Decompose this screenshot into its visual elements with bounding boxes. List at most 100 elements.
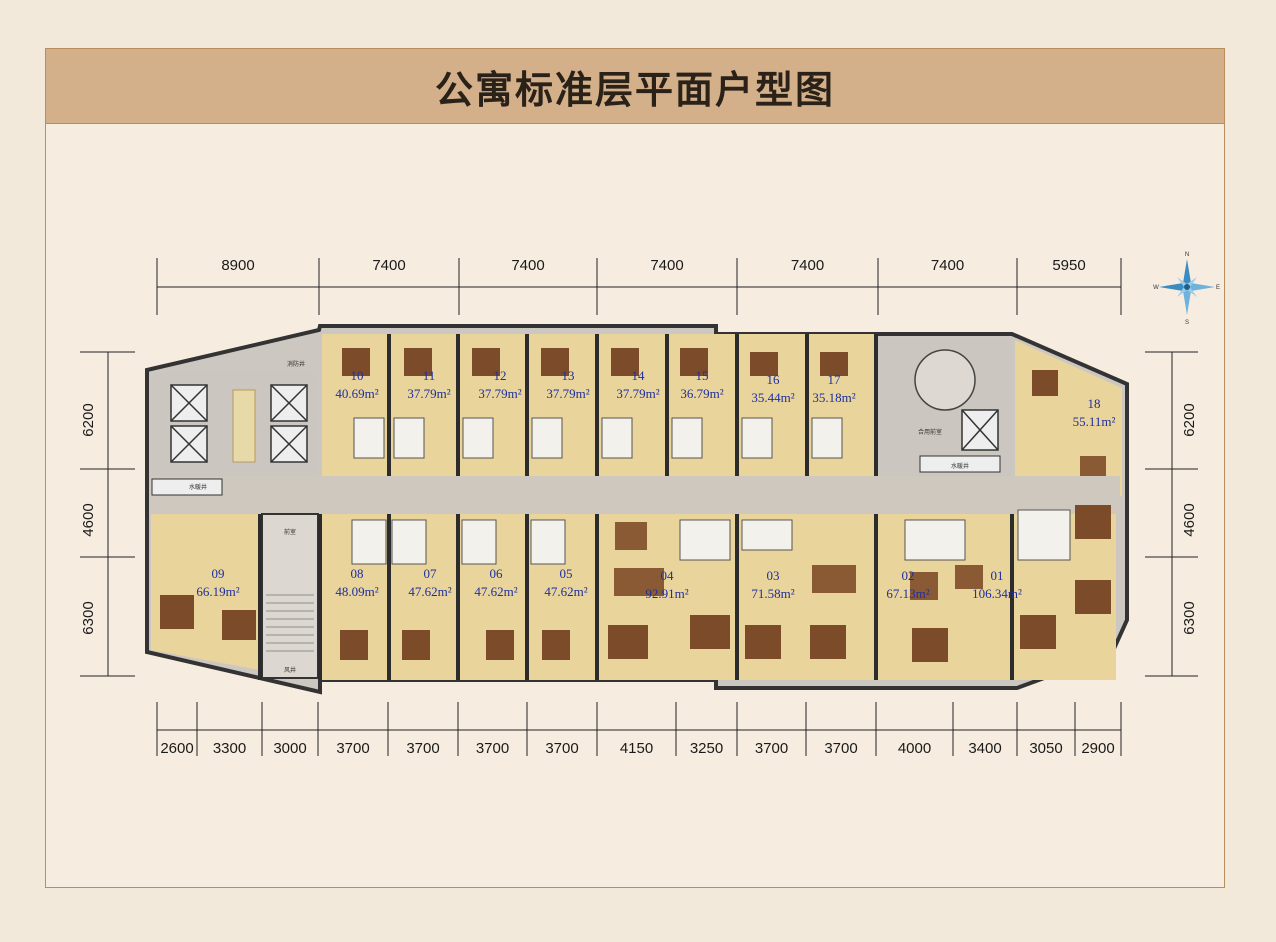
stair-steps: [266, 594, 314, 652]
unit-number: 09: [212, 566, 225, 581]
bottom-dim-2: 3300: [213, 740, 246, 757]
unit-label-14: 14 37.79m²: [616, 368, 659, 401]
top-dim-1: 8900: [221, 257, 254, 274]
unit-label-08: 08 48.09m²: [335, 566, 378, 599]
unit-area: 48.09m²: [335, 584, 378, 599]
unit-number: 07: [424, 566, 438, 581]
unit-number: 10: [351, 368, 364, 383]
east-shaft: [919, 455, 1001, 473]
unit-area: 35.18m²: [812, 390, 855, 405]
west-shaft: [151, 478, 223, 496]
north-beds: [342, 348, 1058, 396]
unit-number: 14: [632, 368, 646, 383]
bottom-dim-14: 3050: [1029, 740, 1062, 757]
south-bathrooms: [351, 509, 1071, 565]
unit-number: 13: [562, 368, 575, 383]
unit-area: 66.19m²: [196, 584, 239, 599]
compass-w: W: [1153, 285, 1159, 291]
unit-area: 40.69m²: [335, 386, 378, 401]
unit-label-11: 11 37.79m²: [407, 368, 450, 401]
right-dim-2: 4600: [1181, 503, 1198, 536]
unit-number: 18: [1088, 396, 1101, 411]
lobby-carpet: [232, 389, 256, 463]
compass-n: N: [1185, 252, 1189, 258]
unit-number: 06: [490, 566, 504, 581]
unit-area: 71.58m²: [751, 586, 794, 601]
room-label-wind: 风井: [284, 666, 296, 674]
top-dim-2: 7400: [372, 257, 405, 274]
top-dim-5: 7400: [791, 257, 824, 274]
unit-number: 15: [696, 368, 709, 383]
compass-icon: N S E W: [1153, 252, 1220, 326]
room-label-water-west: 水暖井: [189, 483, 207, 491]
unit-number: 12: [494, 368, 507, 383]
bottom-dim-12: 4000: [898, 740, 931, 757]
unit-area: 55.11m²: [1073, 414, 1116, 429]
bottom-dim-7: 3700: [545, 740, 578, 757]
unit-number: 17: [828, 372, 842, 387]
left-dim-3: 6300: [80, 601, 97, 634]
unit-number: 02: [902, 568, 915, 583]
unit-label-18: 18 55.11m²: [1073, 396, 1116, 429]
bottom-dim-1: 2600: [160, 740, 193, 757]
unit-labels: 10 40.69m² 11 37.79m² 12 37.79m² 13 37.79m² 14 37…: [196, 368, 1115, 601]
bottom-dim-13: 3400: [968, 740, 1001, 757]
bottom-dim-5: 3700: [406, 740, 439, 757]
room-label-shared-anteroom: 合用前室: [918, 428, 942, 436]
right-dim-1: 6200: [1181, 403, 1198, 436]
bottom-dim-8: 4150: [620, 740, 653, 757]
left-dimension-labels: 6200 4600 6300: [80, 403, 97, 634]
bottom-dimension-labels: 2600 3300 3000 3700 3700 3700 3700 4150 3250 3700…: [160, 740, 1114, 757]
unit-number: 08: [351, 566, 364, 581]
unit-label-12: 12 37.79m²: [478, 368, 521, 401]
unit-area: 67.13m²: [886, 586, 929, 601]
north-bathrooms: [353, 417, 843, 459]
south-beds: [160, 505, 1111, 662]
compass-e: E: [1216, 285, 1220, 291]
left-dimension-line: [80, 351, 135, 677]
unit-area: 36.79m²: [680, 386, 723, 401]
top-dim-3: 7400: [511, 257, 544, 274]
west-stair: [261, 513, 319, 679]
room-label-fire: 消防井: [287, 360, 305, 368]
unit-area: 37.79m²: [478, 386, 521, 401]
bottom-dim-11: 3700: [824, 740, 857, 757]
living-furniture: [614, 456, 1106, 600]
bottom-dim-10: 3700: [755, 740, 788, 757]
bottom-dim-9: 3250: [690, 740, 723, 757]
unit-area: 37.79m²: [546, 386, 589, 401]
right-dimension-labels: 6200 4600 6300: [1181, 403, 1198, 634]
bottom-dim-6: 3700: [476, 740, 509, 757]
unit-number: 01: [991, 568, 1004, 583]
north-unit-walls: [387, 334, 878, 476]
unit-area: 35.44m²: [751, 390, 794, 405]
south-unit-walls: [258, 514, 1014, 680]
unit-area: 92.91m²: [645, 586, 688, 601]
top-dimension-line: [156, 258, 1122, 315]
unit-label-17: 17 35.18m²: [812, 372, 855, 405]
unit-label-15: 15 36.79m²: [680, 368, 723, 401]
unit-label-13: 13 37.79m²: [546, 368, 589, 401]
top-dim-6: 7400: [931, 257, 964, 274]
unit-label-02: 02 67.13m²: [886, 568, 929, 601]
unit-label-09: 09 66.19m²: [196, 566, 239, 599]
unit-number: 05: [560, 566, 573, 581]
east-elevator: [961, 409, 999, 451]
unit-number: 11: [423, 368, 436, 383]
left-dim-1: 6200: [80, 403, 97, 436]
unit-area: 47.62m²: [408, 584, 451, 599]
unit-label-07: 07 47.62m²: [408, 566, 451, 599]
unit-number: 04: [661, 568, 675, 583]
unit-area: 37.79m²: [407, 386, 450, 401]
unit-label-04: 04 92.91m²: [645, 568, 688, 601]
title-bar: 公寓标准层平面户型图: [45, 48, 1225, 124]
east-stair: [914, 349, 976, 411]
unit-area: 37.79m²: [616, 386, 659, 401]
bottom-dim-3: 3000: [273, 740, 306, 757]
page-title: 公寓标准层平面户型图: [434, 66, 835, 112]
